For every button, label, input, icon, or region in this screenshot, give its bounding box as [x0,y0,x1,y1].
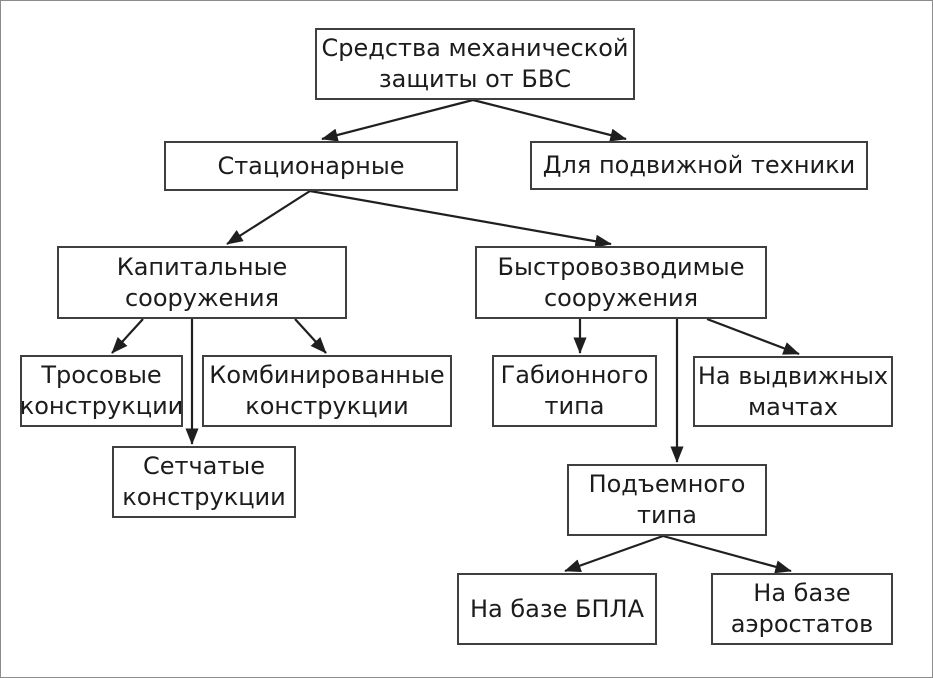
node-root: Средства механической защиты от БВС [315,28,635,100]
node-quick-build-structures-label: Быстровозводимые сооружения [497,252,745,312]
node-mesh-structures-label: Сетчатые конструкции [122,452,286,511]
node-mobile-equipment: Для подвижной техники [530,141,868,190]
node-capital-structures-label: Капитальные сооружения [116,252,288,312]
node-uav-based: На базе БПЛА [457,573,657,645]
connector-stationary-quick [309,189,612,248]
node-extendable-masts-label: На выдвижных мачтах [697,361,889,421]
node-quick-build-structures: Быстровозводимые сооружения [475,246,767,319]
node-aerostat-based: На базе аэростатов [711,573,893,645]
node-gabion-type: Габионного типа [492,355,657,427]
connector-lifting-uav [564,534,664,573]
node-lifting-type-label: Подъемного типа [588,470,746,529]
node-mobile-equipment-label: Для подвижной техники [542,151,856,179]
node-mesh-structures: Сетчатые конструкции [112,446,296,518]
connector-quick-masts [706,317,800,356]
node-combined-structures-label: Комбинированные конструкции [209,361,445,420]
node-uav-based-label: На базе БПЛА [469,594,645,623]
connector-stationary-capital [226,190,311,245]
node-stationary-label: Стационарные [217,151,405,180]
node-capital-structures: Капитальные сооружения [57,246,347,319]
node-gabion-type-label: Габионного типа [500,361,649,420]
node-extendable-masts: На выдвижных мачтах [693,356,893,427]
node-cable-structures-label: Тросовые конструкции [19,361,184,420]
connector-lifting-aerostat [662,534,792,574]
connector-capital-cable [111,318,144,354]
connector-root-mobile [472,98,627,142]
node-lifting-type: Подъемного типа [567,464,767,536]
connector-root-stationary [321,98,474,142]
connector-capital-combined [294,318,327,354]
node-cable-structures: Тросовые конструкции [20,355,183,427]
node-root-label: Средства механической защиты от БВС [321,34,629,93]
node-aerostat-based-label: На базе аэростатов [730,579,874,638]
node-combined-structures: Комбинированные конструкции [202,355,452,427]
node-stationary: Стационарные [164,141,458,191]
